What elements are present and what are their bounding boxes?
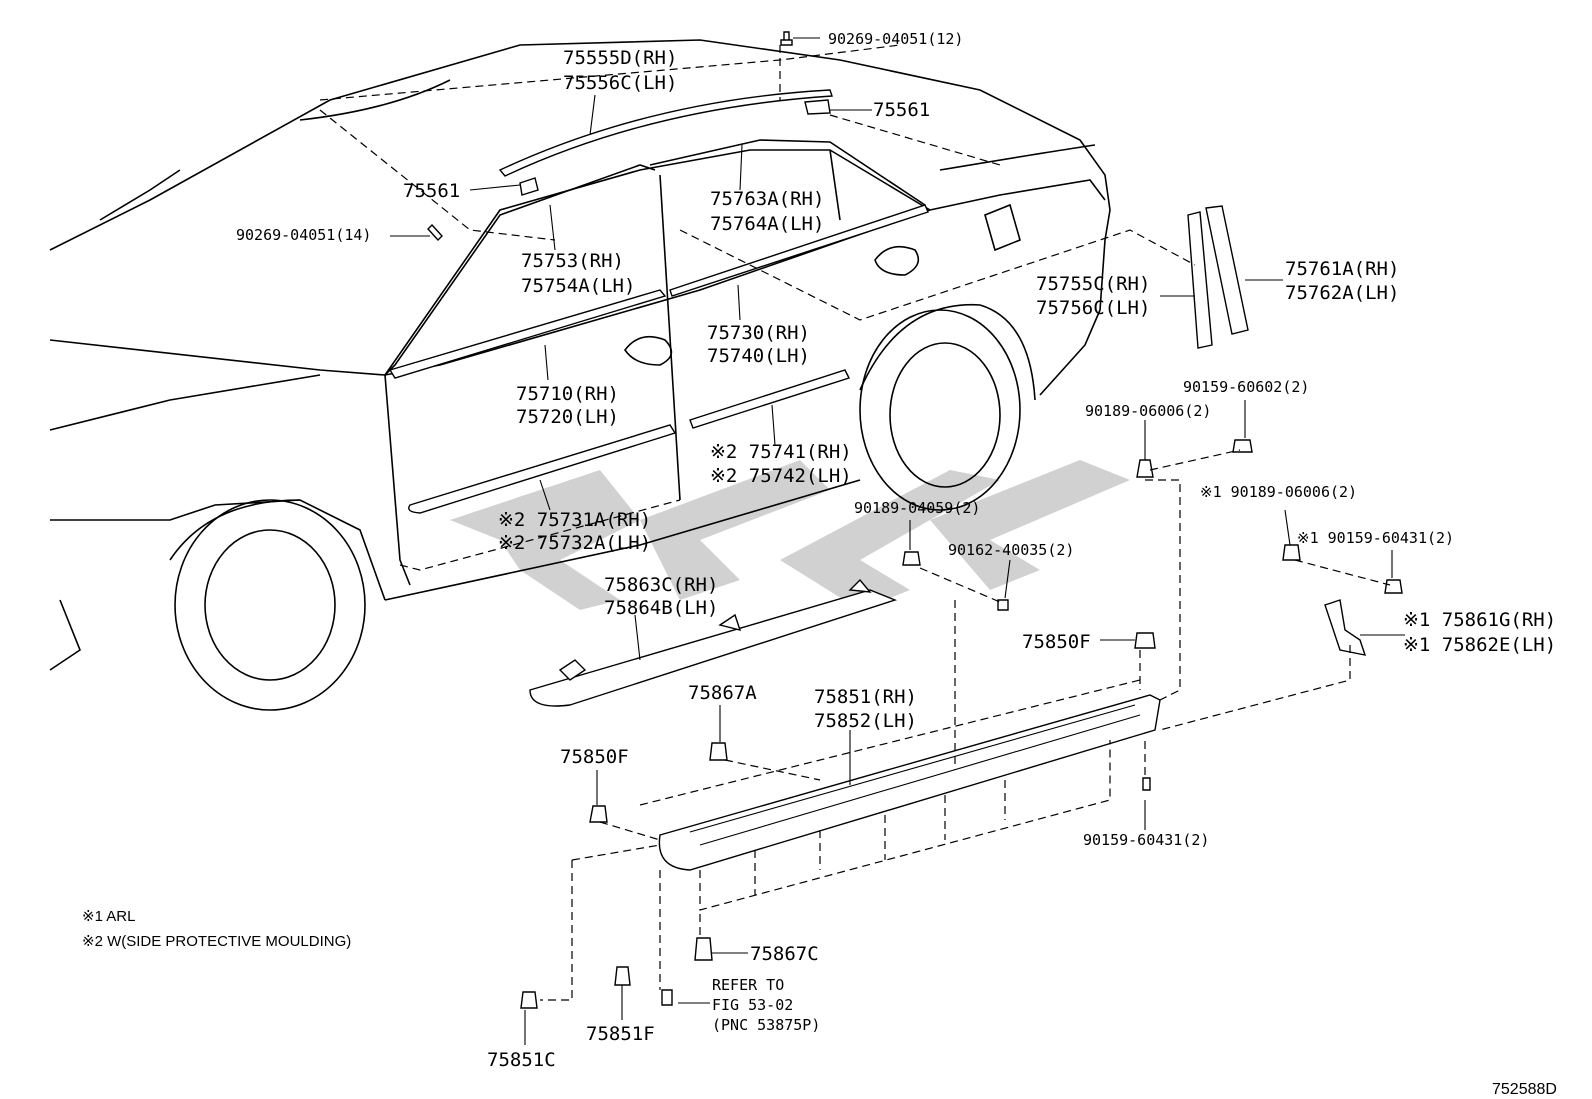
label-75710: 75710(RH) xyxy=(516,383,619,405)
window-mouldings xyxy=(384,139,929,379)
label-75852: 75852(LH) xyxy=(814,710,917,732)
note-side-protective-moulding: ※2 W(SIDE PROTECTIVE MOULDING) xyxy=(82,933,351,950)
pillar-garnish xyxy=(1187,205,1249,349)
label-75740: 75740(LH) xyxy=(707,345,810,367)
label-75861G: ※1 75861G(RH) xyxy=(1403,609,1556,631)
label-75730: 75730(RH) xyxy=(707,322,810,344)
front-wheel xyxy=(169,499,366,711)
label-arl-90189-06006: ※1 90189-06006(2) xyxy=(1200,483,1357,501)
label-75762A: 75762A(LH) xyxy=(1285,282,1399,304)
label-75741: ※2 75741(RH) xyxy=(710,441,852,463)
label-75755C: 75755C(RH) xyxy=(1036,273,1150,295)
label-75851: 75851(RH) xyxy=(814,686,917,708)
assembly-dashed-lines xyxy=(319,44,1391,1001)
label-90269-04051-14: 90269-04051(14) xyxy=(236,226,371,244)
label-90189-06006: 90189-06006(2) xyxy=(1085,402,1211,420)
label-90269-04051-12: 90269-04051(12) xyxy=(828,30,963,48)
label-refer-to: REFER TO xyxy=(712,976,784,994)
figure-code: 752588D xyxy=(1492,1081,1557,1098)
label-90159-60431: 90159-60431(2) xyxy=(1083,831,1209,849)
label-90189-04059: 90189-04059(2) xyxy=(854,499,980,517)
label-90159-60602: 90159-60602(2) xyxy=(1183,378,1309,396)
label-75851F: 75851F xyxy=(586,1023,655,1045)
label-75850F-lower: 75850F xyxy=(560,746,629,768)
label-arl-90159-60431: ※1 90159-60431(2) xyxy=(1297,529,1454,547)
door-handles xyxy=(624,245,920,366)
watermark-logo xyxy=(450,460,1130,610)
rocker-panel-lower xyxy=(658,694,1161,871)
car-body-outline xyxy=(49,39,1111,671)
label-75851C: 75851C xyxy=(487,1049,556,1071)
label-75742: ※2 75742(LH) xyxy=(710,465,852,487)
label-75556C: 75556C(LH) xyxy=(563,72,677,94)
label-75754A: 75754A(LH) xyxy=(521,275,635,297)
part-labels: 90269-04051(12) 75555D(RH) 75556C(LH) 75… xyxy=(236,30,1556,1071)
label-75862E: ※1 75862E(LH) xyxy=(1403,634,1556,656)
label-90162-40035: 90162-40035(2) xyxy=(948,541,1074,559)
rocker-moulding-upper xyxy=(529,578,898,707)
label-75731A: ※2 75731A(RH) xyxy=(498,509,651,531)
label-75753: 75753(RH) xyxy=(521,250,624,272)
rear-wheel xyxy=(859,303,1036,511)
label-fig-53-02: FIG 53-02 xyxy=(712,996,793,1014)
label-75561-right: 75561 xyxy=(873,99,930,121)
note-arl: ※1 ARL xyxy=(82,908,135,925)
leader-lines xyxy=(390,37,1405,1045)
label-75732A: ※2 75732A(LH) xyxy=(498,532,651,554)
label-75850F-upper: 75850F xyxy=(1022,631,1091,653)
side-protective-mouldings xyxy=(408,369,850,514)
label-75867C: 75867C xyxy=(750,943,819,965)
fasteners xyxy=(427,31,1403,1009)
label-75863C: 75863C(RH) xyxy=(604,574,718,596)
label-75756C: 75756C(LH) xyxy=(1036,297,1150,319)
label-75761A: 75761A(RH) xyxy=(1285,258,1399,280)
label-75720: 75720(LH) xyxy=(516,406,619,428)
label-75867A: 75867A xyxy=(688,682,757,704)
label-75561-left: 75561 xyxy=(403,180,460,202)
label-75555D: 75555D(RH) xyxy=(563,47,677,69)
label-75864B: 75864B(LH) xyxy=(604,597,718,619)
label-75763A: 75763A(RH) xyxy=(710,188,824,210)
label-pnc-53875p: (PNC 53875P) xyxy=(712,1016,820,1034)
roof-moulding xyxy=(498,89,833,177)
footnotes: ※1 ARL ※2 W(SIDE PROTECTIVE MOULDING) xyxy=(82,908,351,950)
bracket-part xyxy=(1324,599,1367,656)
label-75764A: 75764A(LH) xyxy=(710,213,824,235)
